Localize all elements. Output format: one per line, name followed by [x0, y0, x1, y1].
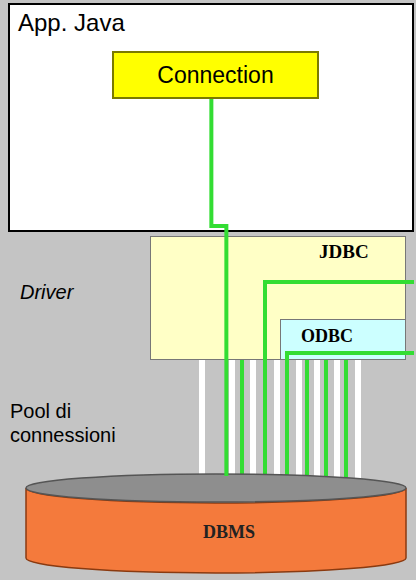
- connection-line: [211, 99, 226, 476]
- jdbc-line: [265, 282, 414, 360]
- odbc-line: [287, 353, 414, 360]
- connection-box: Connection: [112, 51, 319, 99]
- node-label: JDBC: [319, 241, 369, 263]
- driver-label: Driver: [20, 280, 73, 304]
- node-label: App. Java: [18, 9, 125, 37]
- node-label: ODBC: [301, 326, 353, 347]
- pool-bars: [199, 358, 361, 488]
- application-box: App. JavaConnection: [8, 3, 414, 232]
- pool-lines: [242, 358, 346, 488]
- driver-box: JDBC ODBC: [150, 236, 406, 360]
- odbc-box: ODBC: [280, 319, 406, 360]
- node-label: Connection: [157, 62, 273, 89]
- dbms-cylinder: DBMS: [25, 472, 407, 576]
- node-label: DBMS: [203, 522, 255, 543]
- pool-label: Pool di connessioni: [10, 399, 128, 447]
